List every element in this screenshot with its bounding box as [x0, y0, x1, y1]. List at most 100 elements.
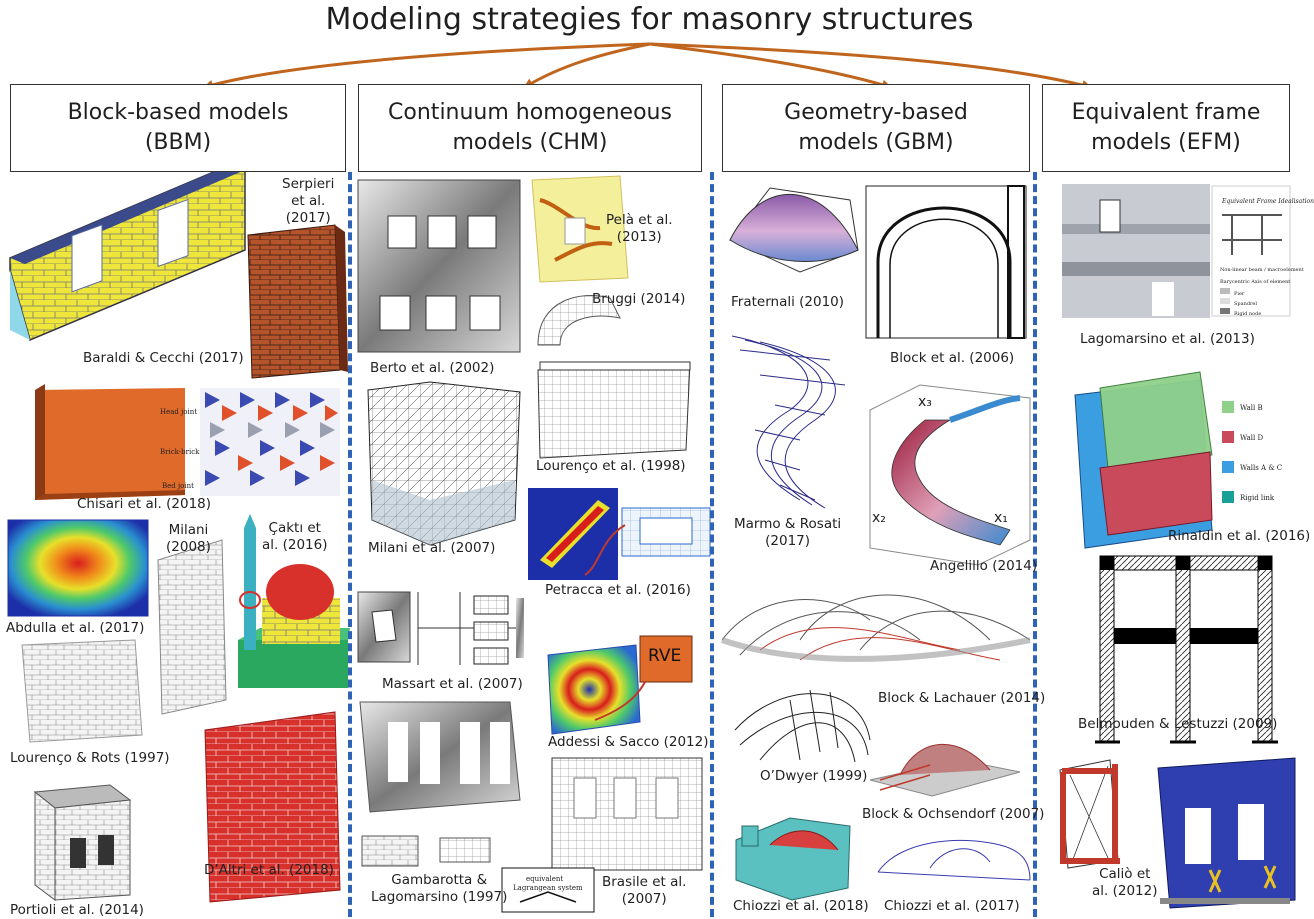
bbm-cakti-mosque [238, 514, 350, 688]
ref-addessi: Addessi & Sacco (2012) [548, 734, 709, 750]
column-divider-1 [348, 172, 352, 917]
ref-gambarotta: Gambarotta &Lagomarsino (1997) [371, 872, 508, 905]
gbm-header-box: Geometry-based models (GBM) [722, 84, 1030, 172]
efm-header-line2: models (EFM) [1091, 130, 1241, 155]
ref-chisari: Chisari et al. (2018) [77, 496, 212, 512]
ref-angelillo: Angelillo (2014) [930, 558, 1038, 574]
ref-daltri: D’Altri et al. (2018) [204, 862, 334, 878]
bbm-abdulla-contour [7, 519, 149, 617]
efm-calio-panel [1059, 759, 1120, 869]
bbm-header-box: Block-based models (BBM) [10, 84, 346, 172]
column-divider-3 [1033, 172, 1037, 917]
bbm-baraldi-wall [9, 164, 246, 342]
ref-berto: Berto et al. (2002) [370, 360, 495, 376]
chm-pela-panel [531, 175, 629, 283]
bbm-chisari-joints [200, 388, 340, 496]
efm-header-box: Equivalent frame models (EFM) [1042, 84, 1290, 172]
ref-milani-2008: Milani(2008) [166, 522, 211, 555]
bbm-portioli-tower [33, 784, 132, 901]
gbm-chiozzi-vault [877, 839, 1031, 881]
gbm-header-line1: Geometry-based [784, 100, 968, 125]
bbm-header-line2: (BBM) [144, 130, 212, 155]
gbm-block-lachauer-vault [721, 594, 1031, 662]
column-divider-2 [710, 172, 714, 917]
ref-massart: Massart et al. (2007) [382, 676, 523, 692]
efm-header-line1: Equivalent frame [1071, 100, 1261, 125]
text-efm-rigid: Rigid node [1234, 311, 1262, 317]
text-x1: x₁ [994, 510, 1008, 526]
chm-header-box: Continuum homogeneous models (CHM) [358, 84, 702, 172]
ref-block-2006: Block et al. (2006) [890, 350, 1015, 366]
chm-brasile-frame [501, 757, 703, 913]
text-head-joint: Head joint [160, 408, 198, 416]
text-efm-spandrel: Spandrel [1234, 301, 1257, 307]
ref-lourenco-1998: Lourenço et al. (1998) [536, 458, 686, 474]
gbm-odwyer-net [734, 689, 871, 763]
ref-chiozzi-2017: Chiozzi et al. (2017) [884, 898, 1020, 914]
ref-pela: Pelà et al.(2013) [606, 212, 673, 245]
ref-marmo: Marmo & Rosati(2017) [734, 516, 842, 549]
ref-brasile: Brasile et al.(2007) [602, 874, 687, 907]
gbm-marmo-shell [731, 335, 846, 509]
chm-berto-field [357, 179, 521, 353]
gbm-block-arch [865, 185, 1027, 339]
ref-bruggi: Bruggi (2014) [592, 291, 686, 307]
ref-odwyer: O’Dwyer (1999) [760, 768, 868, 784]
text-wall-b: Wall B [1240, 404, 1263, 412]
text-walls-ac: Walls A & C [1240, 464, 1283, 472]
text-lagrangean: Lagrangean system [513, 884, 583, 892]
chm-gambarotta-field [359, 701, 521, 867]
ref-baraldi: Baraldi & Cecchi (2017) [83, 350, 244, 366]
text-x3: x₃ [918, 394, 932, 410]
ref-lagomarsino: Lagomarsino et al. (2013) [1080, 331, 1255, 347]
text-efm-pier: Pier [1234, 291, 1245, 297]
text-wall-d: Wall D [1240, 434, 1264, 442]
efm-belmouden-frame [1095, 555, 1278, 744]
bbm-serpieri-wall [247, 224, 348, 379]
ref-belmouden: Belmouden & Lestuzzi (2009) [1078, 716, 1278, 732]
gbm-chiozzi-church [735, 817, 851, 901]
text-efm-nonlinear: Non-linear beam / macroelement [1220, 267, 1304, 273]
text-brick-brick: Brick-brick [160, 448, 200, 456]
ref-block-lachauer: Block & Lachauer (2014) [878, 690, 1046, 706]
text-rve: RVE [648, 646, 682, 666]
ref-milani-2007: Milani et al. (2007) [368, 540, 496, 556]
chm-milani-building [367, 381, 521, 546]
bbm-chisari-wall [35, 384, 185, 500]
chm-header-line1: Continuum homogeneous [388, 100, 672, 125]
gbm-angelillo-helix [869, 384, 1031, 566]
diagram-title: Modeling strategies for masonry structur… [325, 2, 974, 37]
text-efm-idealisation: Equivalent Frame Idealisation [1222, 198, 1314, 205]
bbm-milani-wall [157, 539, 227, 715]
chm-petracca-panel [528, 488, 711, 580]
ref-abdulla: Abdulla et al. (2017) [6, 620, 145, 636]
efm-lagomarsino-frame [1062, 184, 1291, 318]
ref-fraternali: Fraternali (2010) [731, 294, 845, 310]
ref-portioli: Portioli et al. (2014) [10, 902, 144, 918]
chm-lourenco-wall [537, 361, 691, 459]
gbm-header-line2: models (GBM) [798, 130, 954, 155]
ref-lourenco-rots: Lourenço & Rots (1997) [10, 750, 170, 766]
text-equivalent: equivalent [526, 875, 564, 883]
title-arrows [203, 42, 1092, 90]
ref-rinaldin: Rinaldin et al. (2016) [1168, 528, 1311, 544]
bbm-header-line1: Block-based models [67, 100, 289, 125]
text-efm-axis: Barycentric Axis of element [1220, 279, 1291, 285]
text-rigid-link: Rigid link [1240, 494, 1275, 502]
chm-header-line2: models (CHM) [452, 130, 608, 155]
text-x2: x₂ [872, 510, 886, 526]
ref-chiozzi-2018: Chiozzi et al. (2018) [733, 898, 869, 914]
ref-block-ochsendorf: Block & Ochsendorf (2007) [862, 806, 1045, 822]
efm-calio-wall [1157, 757, 1296, 909]
chm-bruggi-arch [537, 295, 621, 346]
chm-massart-fields [357, 591, 524, 665]
bbm-daltri-wall [204, 711, 341, 903]
gbm-fraternali-dome [729, 187, 859, 273]
chm-addessi-field [547, 635, 693, 735]
text-bed-joint: Bed joint [162, 482, 194, 490]
efm-rinaldin-building [1074, 371, 1234, 549]
